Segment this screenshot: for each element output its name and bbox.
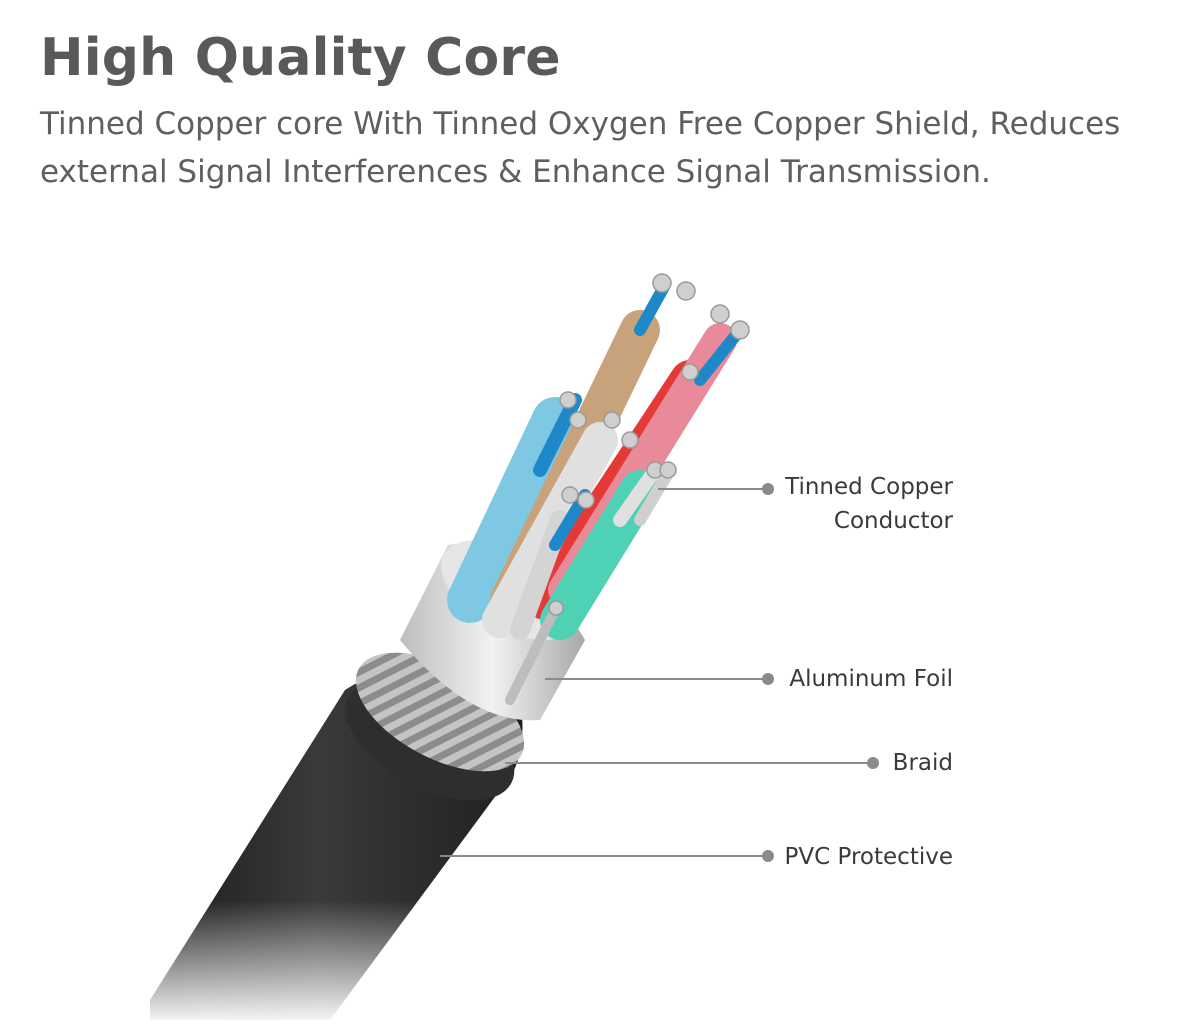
label-pvc-protective: PVC Protective bbox=[785, 840, 953, 874]
label-aluminum-foil: Aluminum Foil bbox=[789, 662, 953, 696]
label-tinned-copper-conductor: Tinned Copper Conductor bbox=[785, 470, 953, 538]
description-line-1: Tinned Copper core With Tinned Oxygen Fr… bbox=[40, 106, 1121, 142]
label-braid: Braid bbox=[893, 746, 953, 780]
callout-lines bbox=[440, 483, 879, 862]
callout-dot-conductor bbox=[762, 483, 774, 495]
page-description: Tinned Copper core With Tinned Oxygen Fr… bbox=[40, 100, 1190, 196]
label-tinned-copper-line1: Tinned Copper bbox=[785, 474, 953, 500]
inner-wires bbox=[447, 279, 746, 705]
label-aluminum-foil-text: Aluminum Foil bbox=[789, 666, 953, 692]
description-line-2: external Signal Interferences & Enhance … bbox=[40, 154, 991, 190]
callout-dot-pvc bbox=[762, 850, 774, 862]
label-tinned-copper-line2: Conductor bbox=[833, 508, 953, 534]
braid-layer bbox=[355, 652, 525, 772]
label-braid-text: Braid bbox=[892, 750, 953, 776]
label-pvc-protective-text: PVC Protective bbox=[784, 844, 953, 870]
callout-dot-foil bbox=[762, 673, 774, 685]
tinned-copper-conductors bbox=[548, 273, 750, 616]
callout-dot-braid bbox=[867, 757, 879, 769]
page-title: High Quality Core bbox=[40, 28, 561, 88]
